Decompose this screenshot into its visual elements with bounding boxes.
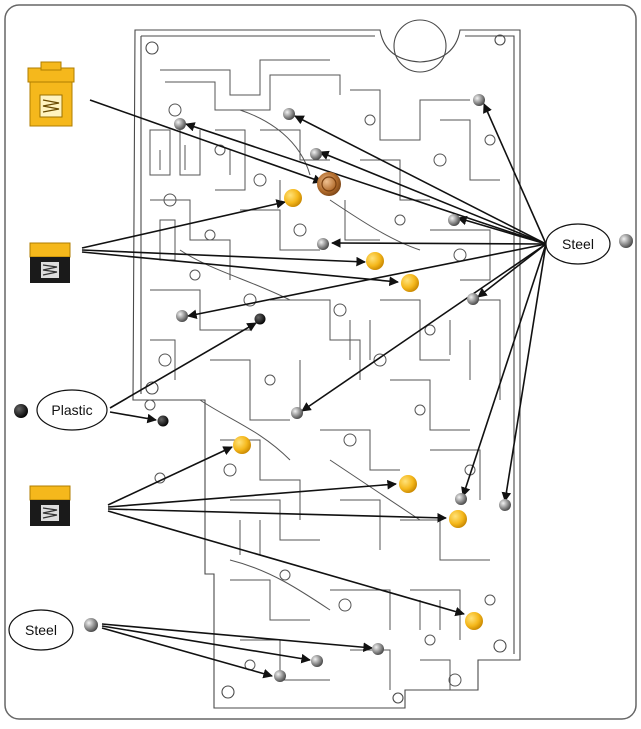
- plastic-ball-icon: [14, 404, 28, 418]
- yellow-valve-icon: [284, 189, 302, 207]
- plastic-label-bubble: [36, 389, 108, 431]
- plastic-ball-icon: [157, 415, 169, 427]
- steel-label-bottom: Steel: [25, 622, 57, 638]
- yellow-valve-icon: [465, 612, 483, 630]
- steel-ball-icon: [467, 293, 479, 305]
- steel-ball-icon: [619, 234, 633, 248]
- steel-ball-icon: [499, 499, 511, 511]
- steel-ball-icon: [84, 618, 98, 632]
- outer-frame: [4, 4, 637, 720]
- yellow-valve-icon: [233, 436, 251, 454]
- steel-ball-icon: [448, 214, 460, 226]
- yellow-valve-icon: [399, 475, 417, 493]
- steel-ball-icon: [291, 407, 303, 419]
- plastic-balls: [157, 313, 266, 427]
- yellow-check-valves: [233, 189, 483, 630]
- steel-ball-icon: [310, 148, 322, 160]
- steel-balls: [174, 94, 511, 682]
- steel-ball-icon: [311, 655, 323, 667]
- yellow-valve-icon: [401, 274, 419, 292]
- valve-plate: [132, 19, 521, 709]
- steel-label-right: Steel: [562, 236, 594, 252]
- steel-ball-icon: [176, 310, 188, 322]
- steel-ball-icon: [274, 670, 286, 682]
- black-spring-valve-icon: [29, 485, 71, 526]
- steel-ball-icon: [455, 493, 467, 505]
- steel-ball-icon: [372, 643, 384, 655]
- steel-label-bubble-bottom: [8, 609, 74, 651]
- steel-ball-icon: [317, 238, 329, 250]
- yellow-valve-icon: [449, 510, 467, 528]
- yellow-valve-cap-icon: [27, 61, 75, 127]
- plastic-ball-icon: [254, 313, 266, 325]
- black-spring-valve-icon: [29, 242, 71, 283]
- plate-passages: [144, 59, 501, 690]
- steel-ball-icon: [473, 94, 485, 106]
- steel-ball-icon: [283, 108, 295, 120]
- yellow-valve-icon: [366, 252, 384, 270]
- pointer-arrows: [81, 99, 547, 679]
- steel-label-bubble-right: [545, 223, 611, 265]
- plastic-label: Plastic: [51, 402, 92, 418]
- steel-ball-icon: [174, 118, 186, 130]
- bronze-orifice-icon: [317, 172, 341, 196]
